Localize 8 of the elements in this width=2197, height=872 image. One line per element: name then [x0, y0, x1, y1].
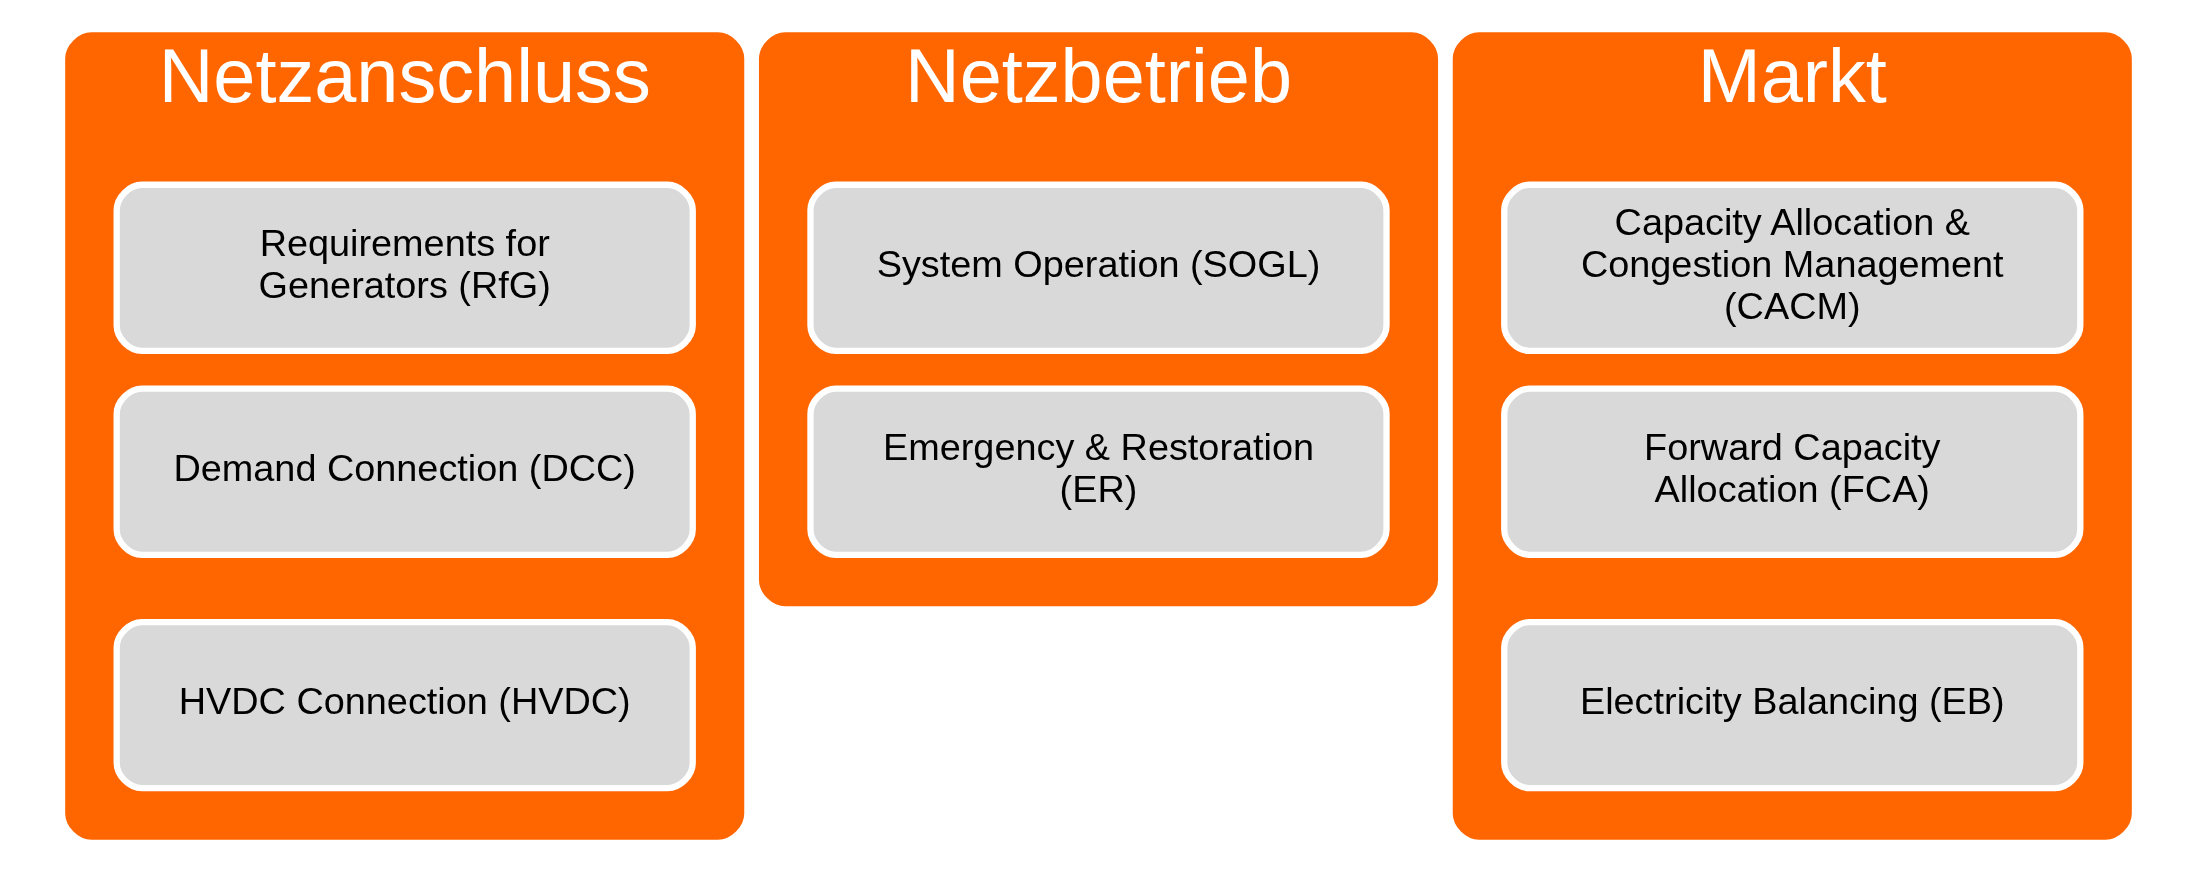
node-box: Demand Connection (DCC) — [113, 385, 696, 558]
node-box: Electricity Balancing (EB) — [1501, 618, 2084, 792]
node-box: System Operation (SOGL) — [807, 181, 1390, 354]
node-box: Emergency & Restoration (ER) — [807, 385, 1390, 558]
node-box: Capacity Allocation & Congestion Management (CACM) — [1501, 181, 2084, 354]
node-box: Requirements for Generators (RfG) — [113, 181, 696, 354]
node-box: Forward Capacity Allocation (FCA) — [1501, 385, 2084, 558]
node-box: HVDC Connection (HVDC) — [113, 618, 696, 792]
